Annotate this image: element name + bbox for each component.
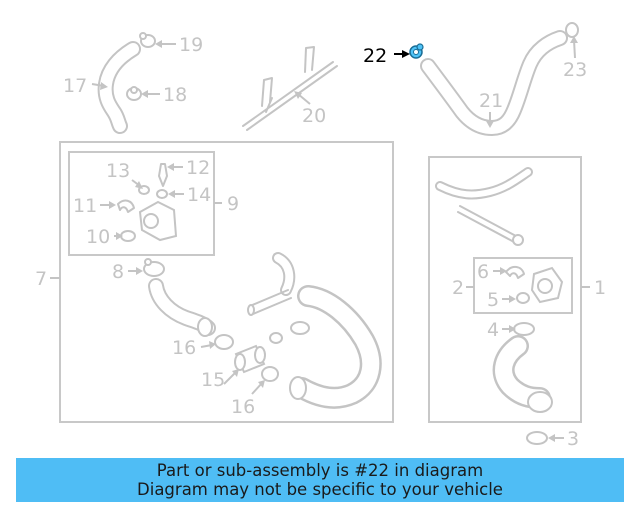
connector-15[interactable]: [234, 344, 266, 374]
callout-9[interactable]: 9: [227, 193, 239, 215]
o-ring-5[interactable]: [516, 292, 530, 304]
o-ring-13[interactable]: [138, 185, 150, 195]
clamp-23[interactable]: [565, 22, 579, 38]
clamp-right[interactable]: [290, 321, 310, 335]
callout-5[interactable]: 5: [487, 289, 499, 311]
sensor-12[interactable]: [158, 163, 168, 187]
clamp-16b[interactable]: [261, 366, 279, 382]
callout-22[interactable]: 22: [363, 45, 387, 67]
clamp-18[interactable]: [126, 86, 142, 101]
callout-2[interactable]: 2: [452, 277, 464, 299]
banner-line-2: Diagram may not be specific to your vehi…: [137, 480, 503, 499]
pipe-bracket-20[interactable]: [242, 46, 338, 131]
water-outlet-9[interactable]: [138, 200, 178, 242]
pipe-fitting[interactable]: [247, 252, 296, 316]
group-box-1: [428, 156, 582, 423]
callout-4[interactable]: 4: [487, 319, 499, 341]
clamp-mid[interactable]: [269, 332, 283, 344]
hose-17[interactable]: [97, 41, 141, 134]
callout-7[interactable]: 7: [35, 268, 47, 290]
o-ring-10[interactable]: [120, 230, 136, 242]
callout-14[interactable]: 14: [187, 184, 211, 206]
callout-23[interactable]: 23: [563, 59, 587, 81]
hose-21[interactable]: [420, 30, 568, 136]
callout-13[interactable]: 13: [106, 160, 130, 182]
o-ring-14[interactable]: [156, 189, 168, 199]
group-box-2: [473, 257, 573, 314]
callout-3[interactable]: 3: [567, 428, 579, 450]
info-banner: Part or sub-assembly is #22 in diagram D…: [16, 458, 624, 502]
callout-16a[interactable]: 16: [172, 337, 196, 359]
clamp-19[interactable]: [139, 32, 156, 48]
hose-left[interactable]: [148, 278, 216, 337]
group-box-7: [59, 141, 394, 423]
clip-6[interactable]: [505, 266, 525, 279]
callout-19[interactable]: 19: [179, 34, 203, 56]
callout-16b[interactable]: 16: [231, 396, 255, 418]
clamp-4[interactable]: [513, 322, 535, 336]
clip-11[interactable]: [117, 199, 135, 213]
clamp-22[interactable]: [409, 43, 424, 59]
clamp-8[interactable]: [143, 258, 165, 277]
callout-8[interactable]: 8: [112, 261, 124, 283]
hose-lower[interactable]: [492, 335, 553, 413]
leaders: [50, 36, 590, 442]
callout-18[interactable]: 18: [163, 84, 187, 106]
callout-11[interactable]: 11: [73, 195, 97, 217]
hose-large[interactable]: [289, 285, 382, 409]
callout-10[interactable]: 10: [86, 226, 110, 248]
banner-line-1: Part or sub-assembly is #22 in diagram: [156, 461, 484, 480]
callout-12[interactable]: 12: [186, 157, 210, 179]
callout-20[interactable]: 20: [302, 105, 326, 127]
clamp-3[interactable]: [526, 431, 548, 445]
water-outlet-2[interactable]: [530, 266, 564, 304]
pipe-1[interactable]: [435, 167, 533, 246]
callout-17[interactable]: 17: [63, 75, 87, 97]
callout-21[interactable]: 21: [479, 90, 503, 112]
callout-15[interactable]: 15: [201, 369, 225, 391]
clamp-16a[interactable]: [214, 334, 234, 350]
callout-6[interactable]: 6: [477, 261, 489, 283]
callout-1[interactable]: 1: [594, 277, 606, 299]
